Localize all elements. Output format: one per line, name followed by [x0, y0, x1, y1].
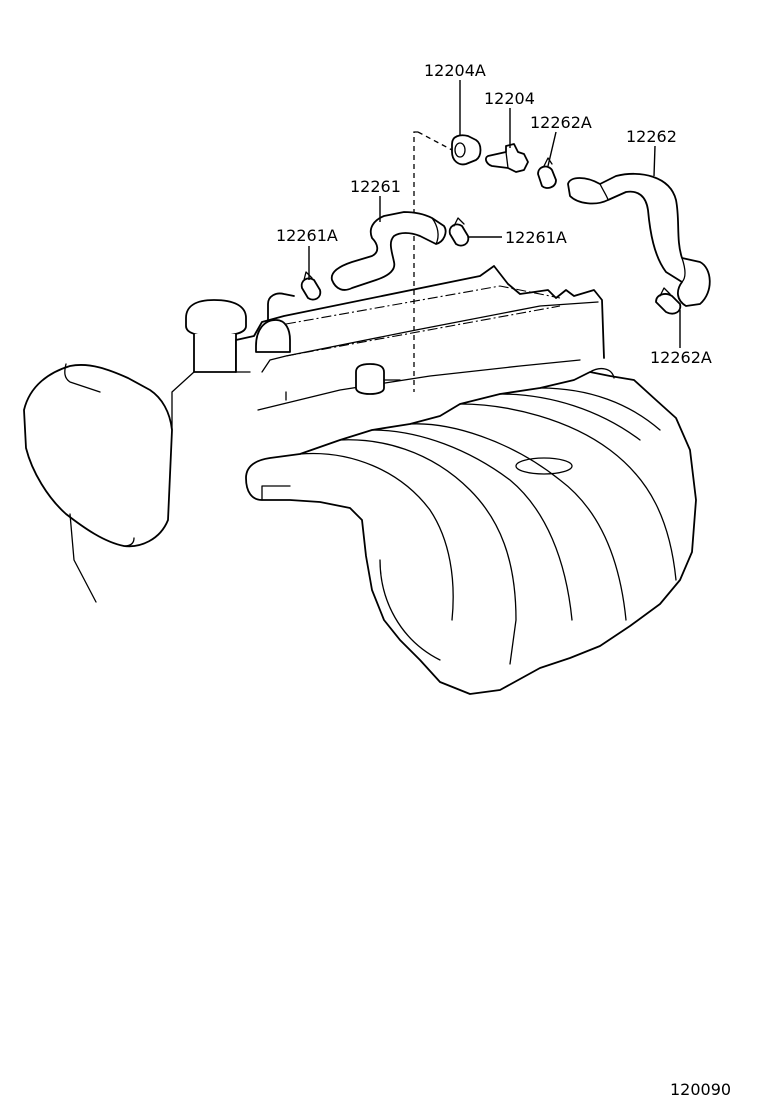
leader-lines [308, 80, 681, 348]
clamp-12261A-left [300, 271, 322, 301]
figure-number: 120090 [670, 1080, 731, 1099]
clamp-12261A-right [448, 217, 470, 247]
label-12261: 12261 [350, 177, 401, 196]
label-12261A-left: 12261A [276, 226, 338, 245]
label-12261A-right: 12261A [505, 228, 567, 247]
label-12204: 12204 [484, 89, 535, 108]
leader-dashed [413, 131, 453, 392]
hose-12261 [330, 211, 447, 291]
clamp-12262A-top [537, 157, 557, 189]
label-12262A-bottom: 12262A [650, 348, 712, 367]
label-12204A: 12204A [424, 61, 486, 80]
engine-assembly [23, 265, 605, 603]
clamp-12262A-bottom [655, 287, 682, 315]
intake-manifold [245, 367, 697, 695]
pcv-valve-12204 [485, 143, 529, 173]
label-12262: 12262 [626, 127, 677, 146]
hose-12262 [567, 172, 711, 307]
label-12262A-top: 12262A [530, 113, 592, 132]
grommet-12204A [451, 134, 482, 166]
